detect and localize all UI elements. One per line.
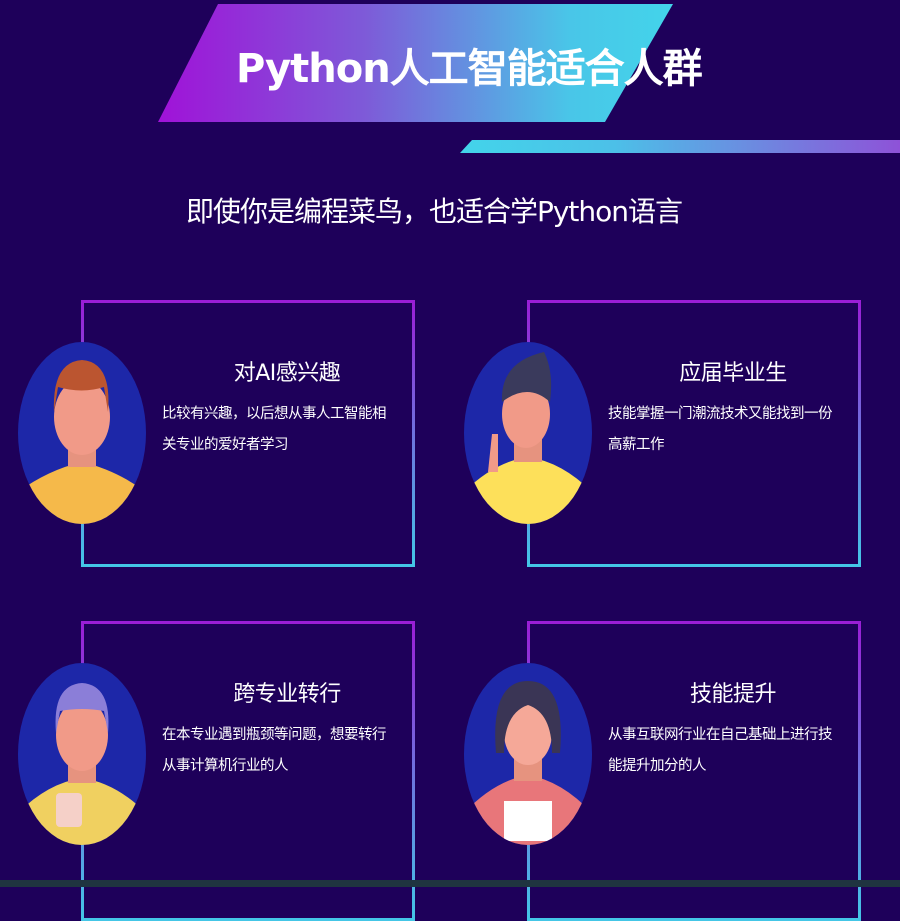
decorative-stripe	[460, 140, 900, 153]
audience-card-ai-interest: 对AI感兴趣 比较有兴趣，以后想从事人工智能相关专业的爱好者学习	[81, 300, 415, 567]
card-title: 对AI感兴趣	[233, 361, 341, 386]
page-subtitle: 即使你是编程菜鸟，也适合学Python语言	[185, 195, 683, 228]
card-title: 应届毕业生	[679, 361, 787, 386]
man-orange-hair-avatar-icon	[18, 342, 146, 524]
graduate-avatar-icon	[464, 342, 592, 524]
card-description: 在本专业遇到瓶颈等问题，想要转行从事计算机行业的人	[162, 727, 387, 774]
card-title: 技能提升	[689, 682, 777, 707]
purple-hair-avatar-icon	[18, 663, 146, 845]
title-banner	[158, 4, 673, 122]
bottom-bar	[0, 880, 900, 887]
page-title: Python人工智能适合人群	[236, 46, 703, 92]
woman-bob-hair-avatar-icon	[464, 663, 592, 845]
audience-card-career-change: 跨专业转行 在本专业遇到瓶颈等问题，想要转行从事计算机行业的人	[81, 621, 415, 921]
card-title: 跨专业转行	[233, 682, 341, 707]
card-description: 比较有兴趣，以后想从事人工智能相关专业的爱好者学习	[162, 406, 387, 453]
card-description: 技能掌握一门潮流技术又能找到一份高薪工作	[608, 406, 833, 453]
card-description: 从事互联网行业在自己基础上进行技能提升加分的人	[608, 727, 833, 774]
